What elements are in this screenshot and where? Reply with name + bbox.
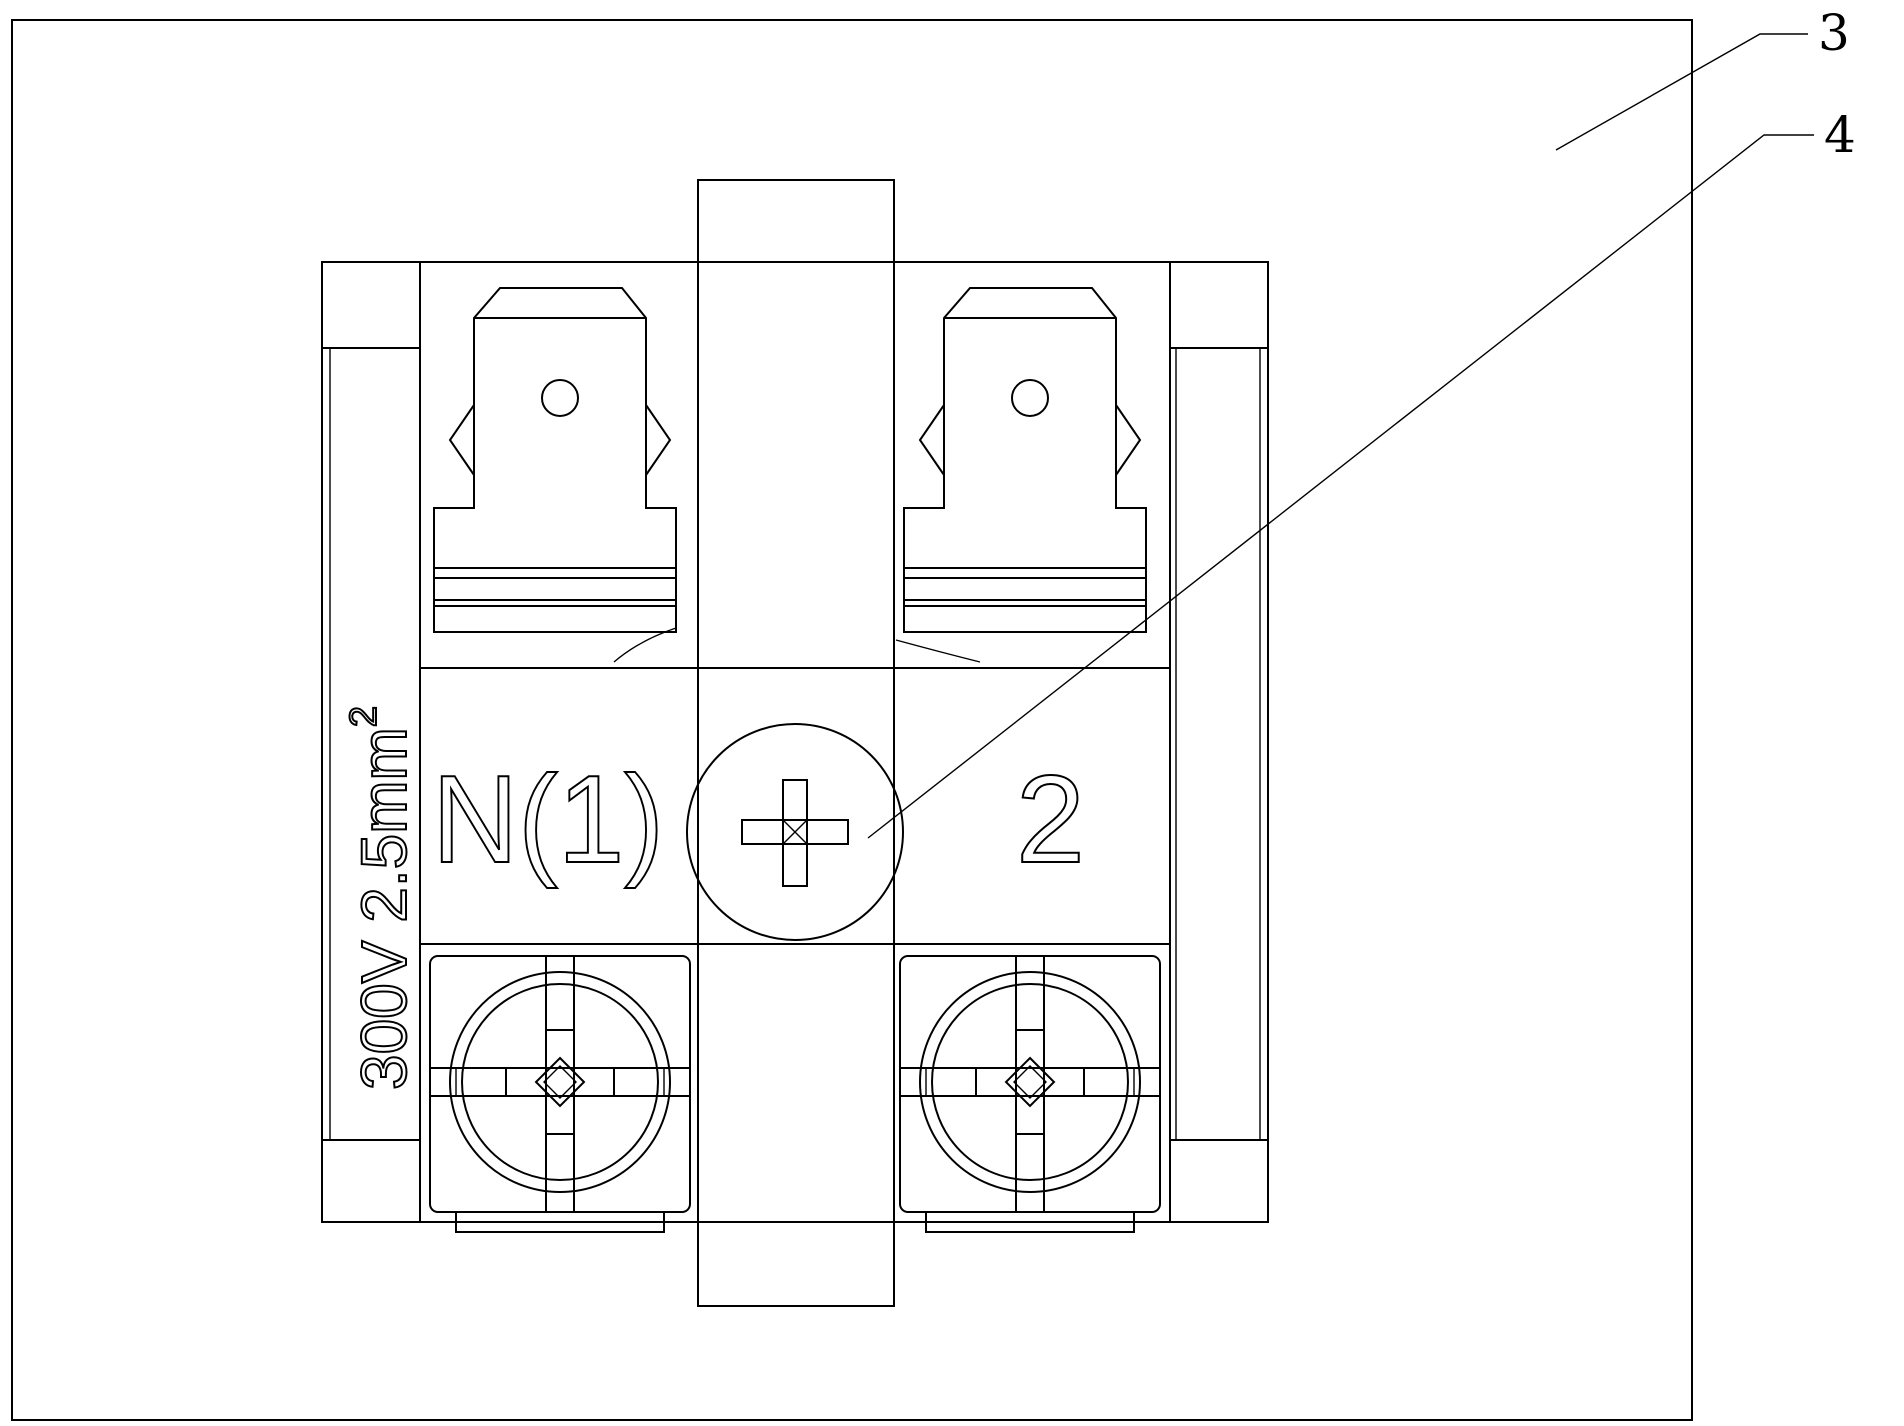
callout-3-label: 3 (1818, 4, 1850, 62)
svg-text:300V 2.5mm2: 300V 2.5mm2 (343, 706, 420, 1090)
callout-3-leader (1555, 33, 1808, 151)
callout-4-label: 4 (1824, 106, 1856, 164)
outer-panel (11, 19, 1693, 1421)
rating-text: 300V 2.5mm2 (342, 705, 421, 1091)
callout-3: 3 (1555, 4, 1850, 151)
center-divider (697, 179, 895, 1307)
right-spade-terminal (895, 287, 1147, 663)
right-terminal-label: 2 (1016, 751, 1085, 889)
left-clamp-screw (429, 955, 691, 1233)
callout-4-leader (867, 134, 1814, 839)
right-clamp-screw (899, 955, 1161, 1233)
terminal-block: N(1) 2 (321, 179, 1269, 1307)
left-spade-terminal (433, 287, 677, 663)
center-screw (686, 723, 904, 941)
label-band (419, 667, 1171, 945)
left-terminal-label: N(1) (432, 751, 664, 889)
callout-4: 4 (867, 106, 1856, 839)
terminal-block-frame (321, 261, 1269, 1223)
